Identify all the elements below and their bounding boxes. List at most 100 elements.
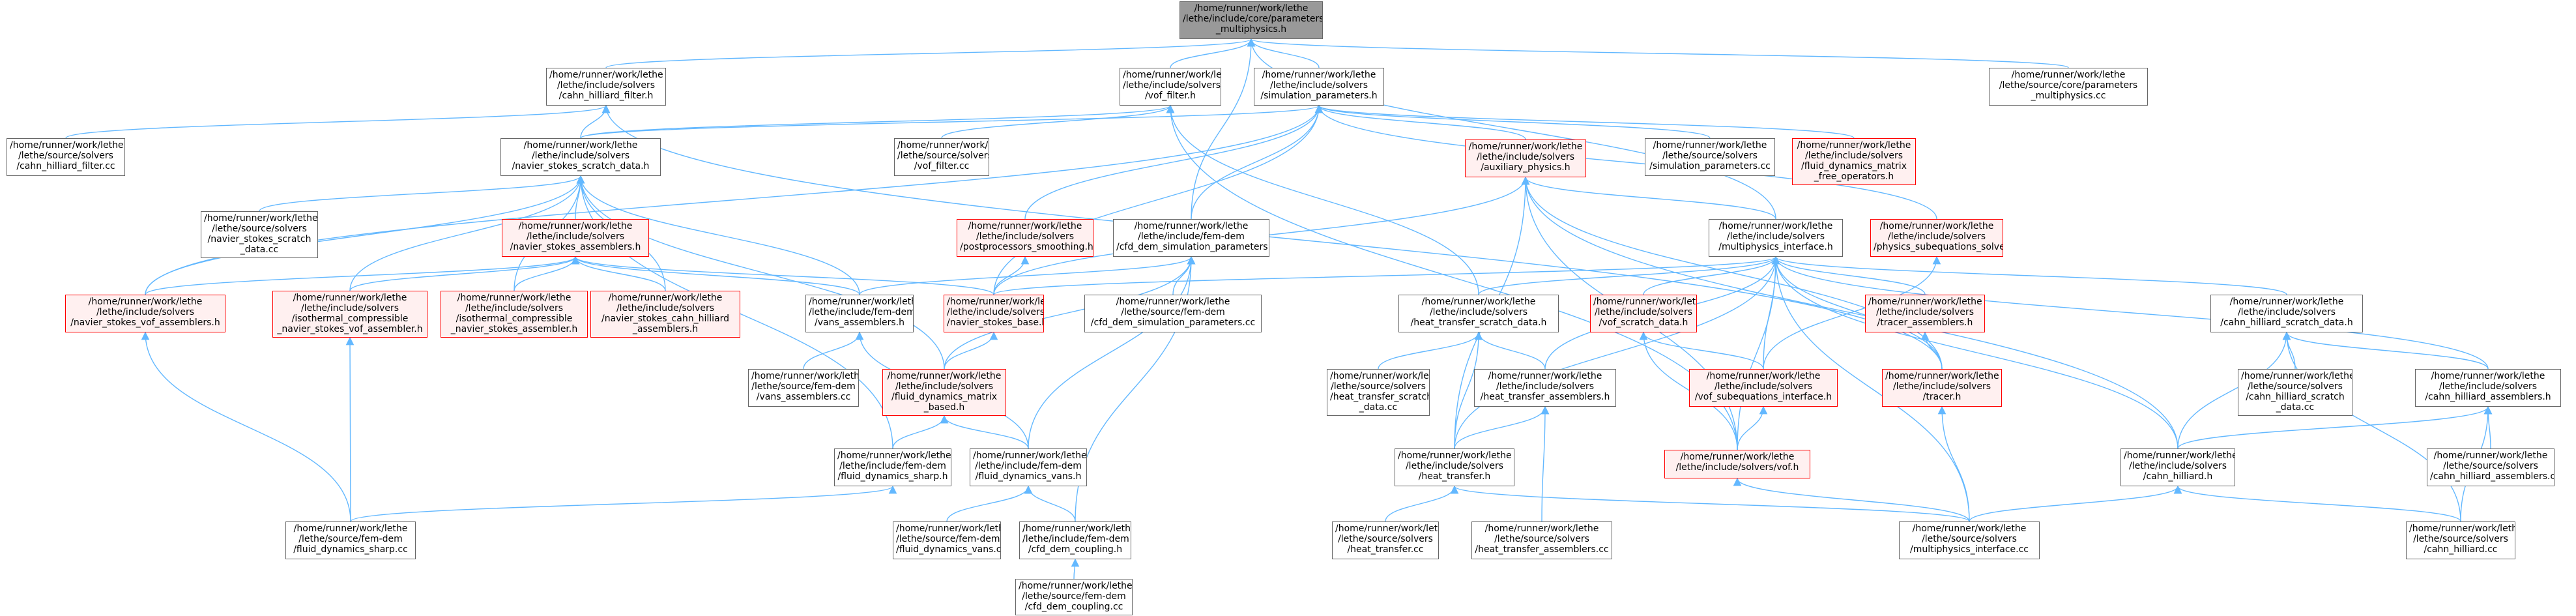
dependency-edge — [803, 331, 864, 370]
dependency-edge — [946, 485, 1033, 522]
graph-node[interactable]: /home/runner/work/lethe/lethe/include/so… — [1870, 219, 2003, 257]
dependency-edge — [2483, 405, 2493, 449]
graph-node[interactable]: /home/runner/work/lethe/lethe/include/fe… — [834, 448, 951, 486]
node-label-line: /lethe/include/solvers — [1714, 381, 1813, 392]
graph-node[interactable]: /home/runner/work/lethe/lethe/include/so… — [882, 369, 1006, 416]
graph-node[interactable]: /home/runner/work/lethe/lethe/include/so… — [500, 138, 661, 176]
node-label-line: /lethe/include/solvers — [1887, 231, 1986, 242]
node-label-line: /lethe/include/solvers — [96, 307, 195, 317]
node-label-line: /cahn_hilliard_assemblers.cc — [2430, 471, 2554, 482]
dependency-edge — [2173, 485, 2461, 522]
node-label-line: /lethe/include/solvers — [976, 231, 1075, 242]
graph-node[interactable]: /home/runner/work/lethe/lethe/include/so… — [1395, 448, 1514, 486]
graph-node[interactable]: /home/runner/work/lethe/lethe/include/so… — [590, 291, 740, 338]
dependency-edge — [1639, 331, 1764, 370]
graph-node[interactable]: /home/runner/work/lethe/lethe/source/sol… — [1645, 138, 1775, 176]
dependency-edge — [1378, 331, 1483, 370]
node-label-line: /navier_stokes_assemblers.h — [510, 242, 641, 252]
graph-node[interactable]: /home/runner/work/lethe/lethe/include/so… — [957, 219, 1093, 257]
graph-node[interactable]: /home/runner/work/lethe/lethe/include/so… — [272, 291, 427, 338]
node-label-line: /lethe/include/solvers — [465, 303, 564, 314]
dependency-edge — [571, 256, 994, 295]
dependency-edge — [1737, 256, 1780, 450]
graph-node[interactable]: /home/runner/work/lethe/lethe/include/fe… — [805, 295, 914, 332]
node-label-line: /home/runner/work/lethe — [88, 297, 203, 307]
graph-node[interactable]: /home/runner/work/lethe/lethe/source/sol… — [1471, 521, 1612, 559]
graph-node[interactable]: /home/runner/work/lethe/lethe/include/so… — [441, 291, 588, 338]
node-label-line: /lethe/include/fem-dem — [1138, 231, 1245, 242]
node-label-line: /lethe/source/solvers — [212, 224, 307, 234]
node-label-line: /lethe/include/solvers — [1269, 80, 1368, 91]
graph-node[interactable]: /home/runner/work/lethe/lethe/include/so… — [1398, 295, 1559, 332]
dependency-edge — [1385, 485, 1459, 522]
dependency-edge — [940, 415, 1029, 449]
dependency-edge — [1170, 38, 1256, 68]
graph-node[interactable]: /home/runner/work/lethe/lethe/include/fe… — [1113, 219, 1269, 257]
node-label-line: /home/runner/work/lethe — [1885, 371, 1999, 381]
node-label-line: /isothermal_compressible — [456, 314, 573, 324]
graph-node[interactable]: /home/runner/work/lethe/lethe/include/so… — [1865, 295, 1985, 332]
graph-node[interactable]: /home/runner/work/lethe/lethe/source/sol… — [894, 138, 989, 176]
node-label-line: /lethe/include/core/parameters — [1183, 14, 1323, 24]
dependency-edge — [1478, 256, 1780, 295]
graph-node[interactable]: /home/runner/work/lethe/lethe/include/so… — [546, 68, 666, 106]
node-label-line: /lethe/include/solvers — [2439, 381, 2538, 392]
node-label-line: /home/runner/work/lethe — [204, 213, 318, 224]
graph-node[interactable]: /home/runner/work/lethe/lethe/source/fem… — [1084, 295, 1262, 332]
graph-node[interactable]: /home/runner/work/lethe/lethe/include/so… — [1882, 369, 2002, 407]
graph-node[interactable]: /home/runner/work/lethe/lethe/include/so… — [1590, 295, 1697, 332]
node-label-line: /home/runner/work/lethe — [1262, 70, 1376, 80]
graph-node[interactable]: /home/runner/work/lethe/lethe/source/sol… — [1899, 521, 2040, 559]
graph-node[interactable]: /home/runner/work/lethe/lethe/source/sol… — [2427, 448, 2554, 486]
node-label-line: /cahn_hilliard_assemblers.h — [2425, 392, 2551, 402]
graph-node[interactable]: /home/runner/work/lethe/lethe/include/so… — [1254, 68, 1384, 106]
graph-node[interactable]: /home/runner/work/lethe/lethe/source/cor… — [1989, 68, 2148, 106]
graph-node[interactable]: /home/runner/work/lethe/lethe/include/so… — [1792, 138, 1916, 185]
node-label-line: /lethe/include/solvers — [1594, 307, 1693, 317]
dependency-edge — [1771, 256, 1970, 522]
dependency-edge — [1247, 38, 2069, 68]
graph-node[interactable]: /home/runner/work/lethe/lethe/include/so… — [1474, 369, 1616, 407]
dependency-edge — [1314, 104, 1937, 220]
graph-node[interactable]: /home/runner/work/lethe/lethe/source/sol… — [2406, 521, 2515, 559]
graph-node[interactable]: /home/runner/work/lethe/lethe/source/sol… — [201, 211, 318, 258]
graph-node[interactable]: /home/runner/work/lethe/lethe/include/fe… — [970, 448, 1087, 486]
graph-node[interactable]: /home/runner/work/lethe/lethe/source/fem… — [1015, 579, 1133, 615]
graph-node[interactable]: /home/runner/work/lethe/lethe/include/co… — [1179, 1, 1323, 39]
node-label-line: /navier_stokes_cahn_hilliard — [601, 314, 729, 324]
node-label-line: /lethe/source/solvers — [2248, 381, 2343, 392]
node-label-line: /lethe/include/solvers — [616, 303, 715, 314]
node-label-line: /home/runner/work/lethe — [896, 523, 1001, 534]
graph-node[interactable]: /home/runner/work/lethe/lethe/include/so… — [2120, 448, 2235, 486]
node-label-line: /auxiliary_physics.h — [1481, 162, 1570, 173]
graph-node[interactable]: /home/runner/work/lethe/lethe/include/so… — [1709, 219, 1843, 257]
dependency-edge — [576, 175, 945, 370]
graph-node[interactable]: /home/runner/work/lethe/lethe/include/so… — [65, 295, 225, 332]
graph-node[interactable]: /home/runner/work/lethe/lethe/source/fem… — [893, 521, 1001, 559]
graph-node[interactable]: /home/runner/work/lethe/lethe/include/fe… — [1019, 521, 1131, 559]
graph-node[interactable]: /home/runner/work/lethe/lethe/source/fem… — [748, 369, 859, 407]
graph-node[interactable]: /home/runner/work/lethe/lethe/source/sol… — [1332, 521, 1439, 559]
node-label-line: /home/runner/work/lethe — [2229, 297, 2344, 307]
node-label-line: /lethe/source/solvers — [2443, 461, 2538, 471]
node-label-line: /simulation_parameters.cc — [1649, 161, 1771, 171]
dependency-edge — [576, 175, 860, 295]
graph-node[interactable]: /home/runner/work/lethe/lethe/include/so… — [2415, 369, 2561, 407]
graph-node[interactable]: /home/runner/work/lethe/lethe/include/so… — [502, 219, 649, 257]
node-label-line: _navier_stokes_vof_assembler.h — [277, 324, 423, 334]
graph-node[interactable]: /home/runner/work/lethe/lethe/include/so… — [1465, 139, 1586, 177]
dependency-edge — [1314, 104, 1711, 139]
node-label-line: /home/runner/work/lethe — [973, 450, 1087, 461]
graph-node[interactable]: /home/runner/work/lethe/lethe/include/so… — [1120, 68, 1221, 106]
node-label-line: _multiphysics.cc — [2031, 91, 2106, 101]
graph-node[interactable]: /home/runner/work/lethe/lethe/source/fem… — [285, 521, 416, 559]
graph-node[interactable]: /home/runner/work/lethe/lethe/include/so… — [1689, 369, 1838, 407]
node-label-line: /home/runner/work/lethe — [293, 293, 407, 303]
dependency-edge — [605, 38, 1255, 68]
graph-node[interactable]: /home/runner/work/lethe/lethe/include/so… — [2210, 295, 2363, 332]
graph-node[interactable]: /home/runner/work/lethe/lethe/source/sol… — [1327, 369, 1430, 416]
graph-node[interactable]: /home/runner/work/lethe/lethe/source/sol… — [7, 138, 125, 176]
graph-node[interactable]: /home/runner/work/lethe/lethe/include/so… — [1664, 450, 1810, 478]
graph-node[interactable]: /home/runner/work/lethe/lethe/include/so… — [944, 295, 1044, 332]
graph-node[interactable]: /home/runner/work/lethe/lethe/source/sol… — [2238, 369, 2352, 416]
